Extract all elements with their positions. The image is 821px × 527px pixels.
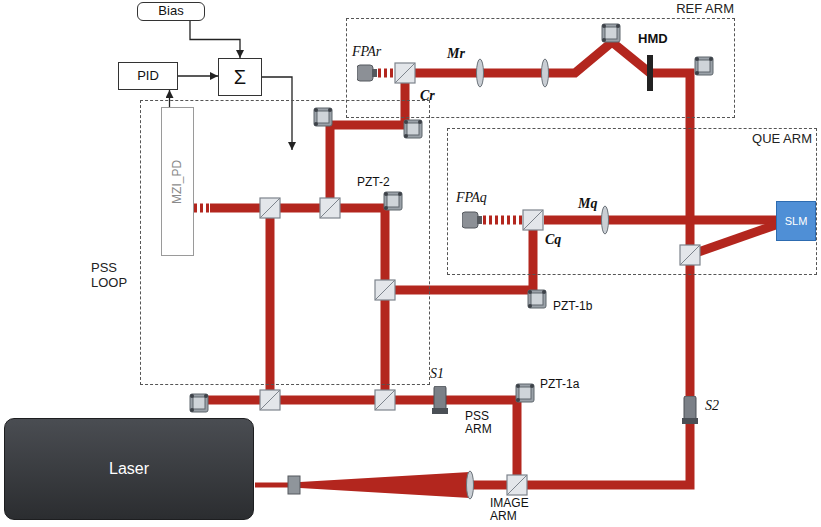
node-label: Laser bbox=[109, 460, 149, 478]
part-label: Cr bbox=[420, 88, 435, 103]
beam-splitter-cube bbox=[320, 198, 340, 218]
part-label: Mq bbox=[578, 196, 597, 211]
part-label: PZT-1a bbox=[540, 378, 579, 391]
node-label: SLM bbox=[785, 215, 808, 228]
beam-splitter-cube bbox=[680, 245, 700, 265]
laser-body: Laser bbox=[4, 418, 254, 520]
pid-box: PID bbox=[118, 62, 178, 90]
lens bbox=[602, 206, 609, 234]
lens bbox=[467, 471, 474, 499]
signal-connector bbox=[169, 90, 170, 107]
beam-splitter-cube bbox=[523, 210, 543, 230]
shutter bbox=[682, 396, 698, 424]
piezo-mirror-mount bbox=[528, 290, 546, 308]
photodiode-box: MZI_PD bbox=[161, 107, 194, 256]
shutter bbox=[432, 386, 448, 414]
region-heading: QUE ARM bbox=[752, 132, 812, 147]
bias-box: Bias bbox=[137, 2, 205, 21]
que-arm-region: QUE ARM SLM bbox=[447, 128, 817, 275]
expanding-beam bbox=[300, 472, 470, 498]
part-label: Cq bbox=[545, 232, 561, 247]
part-label: PZT-2 bbox=[357, 176, 390, 189]
part-label: S1 bbox=[430, 366, 444, 381]
beam-splitter-cube bbox=[395, 63, 415, 83]
piezo-mirror-mount bbox=[384, 192, 402, 210]
lens bbox=[477, 59, 484, 87]
node-label: Bias bbox=[158, 4, 183, 19]
mirror-mount bbox=[695, 57, 713, 75]
part-label: PSS ARM bbox=[465, 410, 507, 436]
beam-splitter-cube bbox=[375, 280, 395, 300]
beam-splitter-cube bbox=[375, 390, 395, 410]
camera bbox=[462, 212, 482, 228]
laser-beam bbox=[200, 42, 790, 485]
signal-connector bbox=[178, 75, 218, 76]
ref-arm-region: REF ARM bbox=[346, 18, 735, 118]
control-wire bbox=[262, 77, 292, 150]
beam-splitter-cube bbox=[260, 390, 280, 410]
node-label: PID bbox=[137, 69, 159, 84]
node-label: Σ bbox=[234, 66, 246, 89]
part-label: IMAGE ARM bbox=[490, 497, 542, 523]
region-heading: REF ARM bbox=[676, 2, 734, 17]
slm-device: SLM bbox=[776, 201, 816, 241]
mirror-mount bbox=[404, 120, 422, 138]
mirror-mount bbox=[190, 394, 208, 412]
beam-splitter-cube bbox=[260, 198, 280, 218]
hmd-element bbox=[647, 55, 653, 91]
lens bbox=[542, 59, 549, 87]
part-label: S2 bbox=[705, 398, 719, 413]
part-label: HMD bbox=[638, 32, 668, 46]
node-label: MZI_PD bbox=[171, 159, 185, 203]
fiber-coupler bbox=[288, 476, 300, 494]
sum-box: Σ bbox=[218, 58, 262, 96]
mirror-mount bbox=[602, 24, 620, 42]
beam-splitter-cube bbox=[507, 475, 527, 495]
signal-connector bbox=[190, 21, 240, 58]
mirror-mount bbox=[314, 108, 332, 126]
part-label: FPAr bbox=[352, 44, 381, 59]
piezo-mirror-mount bbox=[516, 384, 534, 402]
part-label: FPAq bbox=[456, 190, 487, 205]
part-label: Mr bbox=[447, 46, 465, 61]
pss-loop-region: PSS LOOPMZI_PD bbox=[140, 100, 430, 385]
region-heading: PSS LOOP bbox=[91, 261, 135, 291]
camera bbox=[357, 65, 377, 81]
part-label: PZT-1b bbox=[553, 300, 592, 313]
